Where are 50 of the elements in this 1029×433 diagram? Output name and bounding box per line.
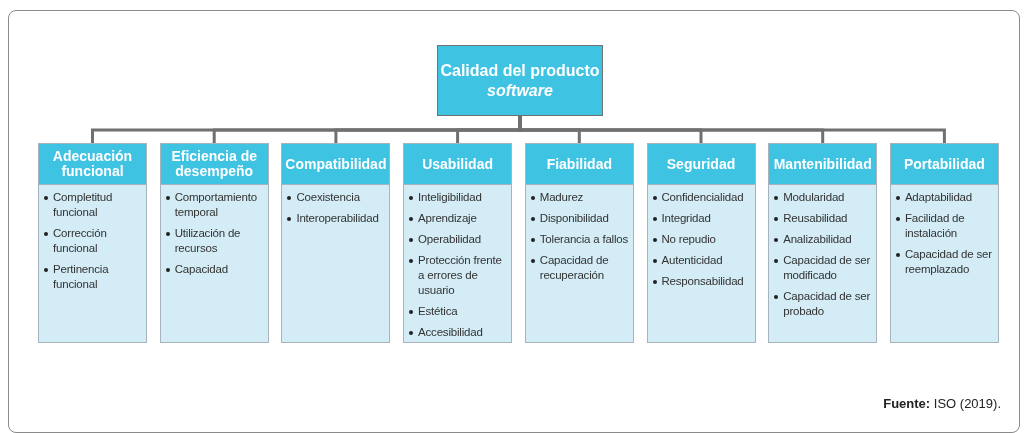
bullet-item: Corrección funcional (43, 225, 143, 256)
bullet-item: Madurez (529, 190, 630, 205)
bullet-item: Modularidad (773, 190, 874, 205)
category-heading: Eficiencia de desempeño (160, 144, 268, 185)
bullet-item: Aprendizaje (408, 210, 509, 226)
source-note: Fuente: ISO (2019). (883, 396, 1001, 411)
connector-line (518, 116, 946, 143)
category-heading: Fiabilidad (525, 144, 633, 185)
bullet-item: Utilización de recursos (164, 225, 265, 256)
bullet-item: Capacidad (164, 261, 265, 277)
bullet-item: Interoperabilidad (286, 210, 387, 226)
category-heading: Seguridad (647, 144, 755, 185)
bullet-item: Pertinencia funcional (43, 261, 143, 292)
bullet-item: Inteligibilidad (408, 190, 509, 205)
bullet-item: Estética (408, 303, 509, 319)
category-card (524, 143, 634, 343)
bullet-item: Capacidad de ser reemplazado (894, 246, 995, 277)
bullet-item: Capacidad de recuperación (529, 252, 630, 283)
category-card (889, 143, 999, 343)
bullet-item: Autenticidad (651, 252, 752, 268)
bullet-item: Capacidad de ser modificado (773, 252, 874, 283)
bullet-item: Reusabilidad (773, 210, 874, 226)
bullet-item: Protección frente a errores de usuario (408, 252, 509, 298)
bullet-item: Capacidad de ser probado (773, 288, 874, 319)
category-card (159, 143, 269, 343)
bullet-item: Operabilidad (408, 231, 509, 247)
bullet-item: Tolerancia a fallos (529, 231, 630, 247)
bullet-item: Comportamiento temporal (164, 190, 265, 220)
category-card (281, 143, 391, 343)
bullet-item: Facilidad de instalación (894, 210, 995, 241)
bullet-item: Responsabilidad (651, 273, 752, 289)
category-card (38, 143, 147, 343)
category-card (403, 143, 513, 343)
bullet-item: Integridad (651, 210, 752, 226)
category-heading: Usabilidad (404, 144, 512, 185)
bullet-item: Adaptabilidad (894, 190, 995, 205)
category-card (646, 143, 756, 343)
bullet-item: Completitud funcional (43, 190, 143, 220)
title-box: Calidad del producto software (437, 45, 603, 116)
bullet-item: Disponibilidad (529, 210, 630, 226)
category-heading: Adecuación funcional (39, 144, 146, 185)
bullet-item: Accesibilidad (408, 324, 509, 340)
category-heading: Compatibilidad (282, 144, 390, 185)
bullet-item: Analizabilidad (773, 231, 874, 247)
category-heading: Mantenibilidad (769, 144, 877, 185)
bullet-item: Coexistencia (286, 190, 387, 205)
category-heading: Portabilidad (890, 144, 998, 185)
category-card (768, 143, 878, 343)
bullet-item: No repudio (651, 231, 752, 247)
bullet-item: Confidencialidad (651, 190, 752, 205)
